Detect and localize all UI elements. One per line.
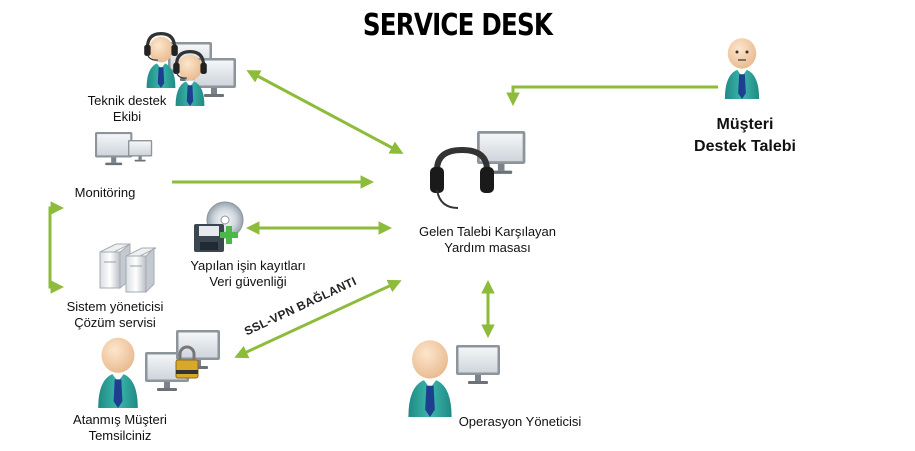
- customer-person-icon: [724, 38, 760, 99]
- label-monitoring: Monitöring: [74, 185, 136, 200]
- label-operasyon: Operasyon Yöneticisi: [458, 414, 582, 429]
- backup-disk-icon: [194, 201, 244, 252]
- helpdesk-headset-icon: [430, 131, 526, 209]
- monitors-icon: [95, 132, 153, 166]
- arrows: [48, 70, 718, 359]
- diagram-title: SERVICE DESK: [362, 8, 553, 43]
- arrow-monitoring-sistem: [48, 201, 65, 294]
- person-locked-computer-icon: [98, 330, 220, 408]
- operations-manager-icon: [408, 340, 500, 417]
- arrow-teknik-gelen: [246, 70, 404, 154]
- servers-icon: [99, 242, 157, 294]
- arrow-gelen-atanmis: [234, 279, 402, 359]
- arrow-musteri-gelen: [506, 85, 718, 107]
